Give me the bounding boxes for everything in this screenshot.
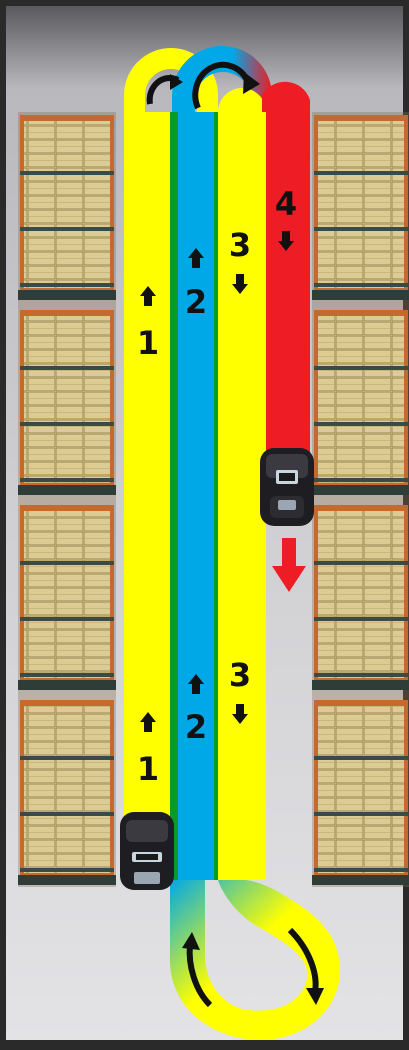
- rack-beam: [20, 756, 114, 760]
- rack-beam: [20, 422, 114, 426]
- rack-beam: [20, 283, 114, 287]
- rack-beam: [20, 478, 114, 482]
- lane-1-label-bottom: 1: [137, 750, 159, 788]
- rack-base: [312, 485, 409, 495]
- rack-base: [312, 875, 409, 885]
- rack-beam: [314, 171, 408, 175]
- lane-4-label-top: 4: [275, 185, 297, 223]
- rack-beam: [314, 366, 408, 370]
- lane-1-label-top: 1: [137, 324, 159, 362]
- green-divider: [170, 112, 178, 880]
- rack-beam: [314, 478, 408, 482]
- rack-beam: [20, 812, 114, 816]
- rack-beam: [314, 673, 408, 677]
- rack-beam: [20, 868, 114, 872]
- right-rack-row: [312, 112, 409, 887]
- rack-base: [18, 485, 116, 495]
- mobile-robot-icon: [260, 448, 314, 526]
- mobile-robot-icon: [120, 812, 174, 890]
- pallet-boxes: [318, 511, 404, 678]
- pallet-boxes: [24, 706, 110, 873]
- rack-beam: [20, 171, 114, 175]
- rack-beam: [314, 756, 408, 760]
- rack-beam: [314, 868, 408, 872]
- rack-base: [18, 680, 116, 690]
- rack-beam: [20, 227, 114, 231]
- pallet-boxes: [318, 316, 404, 483]
- lane-2-label-top: 2: [185, 283, 207, 321]
- pallet-boxes: [318, 706, 404, 873]
- rack-beam: [314, 227, 408, 231]
- lane-3-label-top: 3: [229, 226, 251, 264]
- lane-3-label-bottom: 3: [229, 656, 251, 694]
- rack-beam: [314, 561, 408, 565]
- pallet-boxes: [24, 121, 110, 288]
- lane-3: [218, 88, 266, 880]
- rack-base: [312, 680, 409, 690]
- rack-beam: [314, 617, 408, 621]
- rack-beam: [314, 812, 408, 816]
- pallet-boxes: [24, 511, 110, 678]
- pallet-boxes: [24, 316, 110, 483]
- rack-beam: [20, 561, 114, 565]
- rack-beam: [20, 366, 114, 370]
- green-divider-2: [214, 112, 218, 880]
- rack-beam: [20, 673, 114, 677]
- rack-beam: [314, 422, 408, 426]
- left-rack-row: [18, 112, 116, 887]
- lane-2-label-bottom: 2: [185, 708, 207, 746]
- lane-4: [262, 82, 310, 457]
- rack-beam: [20, 617, 114, 621]
- rack-beam: [314, 283, 408, 287]
- rack-base: [18, 875, 116, 885]
- rack-base: [18, 290, 116, 300]
- pallet-boxes: [318, 121, 404, 288]
- rack-base: [312, 290, 409, 300]
